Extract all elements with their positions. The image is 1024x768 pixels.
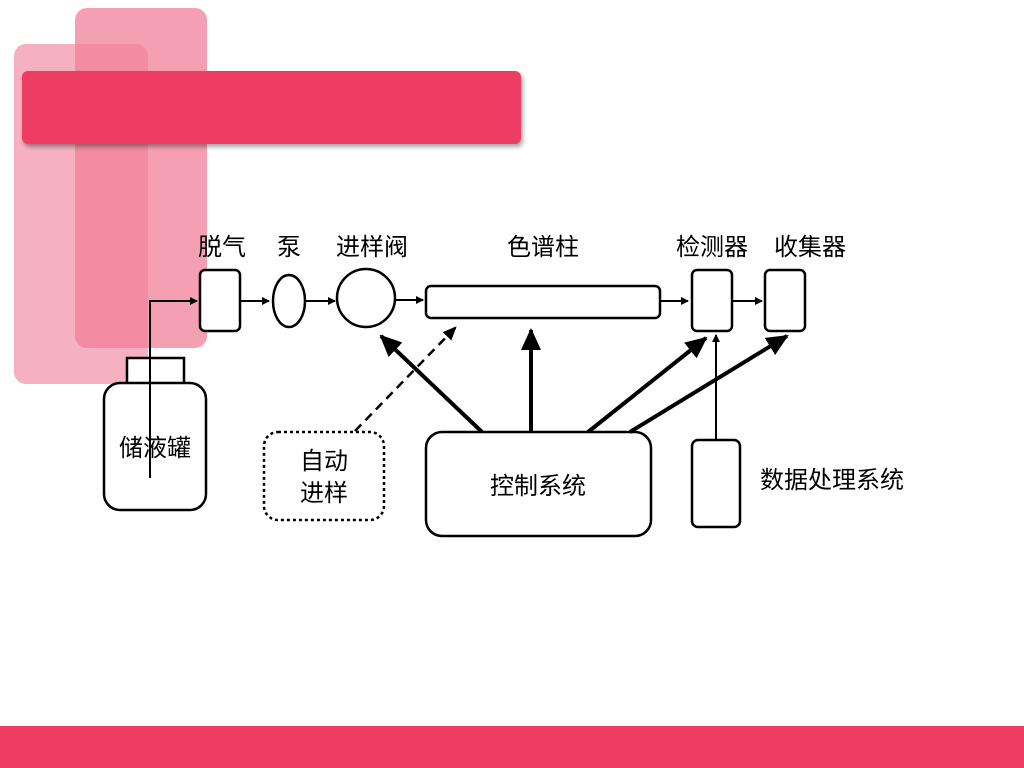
autosampler-to-column-dashed-arrow (354, 326, 457, 432)
detector-label: 检测器 (676, 233, 748, 261)
degasser-label: 脱气 (198, 233, 246, 261)
collector-label: 收集器 (774, 233, 846, 261)
pump-ellipse (271, 273, 307, 329)
injector-circle (335, 267, 397, 329)
data-system-label: 数据处理系统 (760, 466, 904, 494)
reservoir-label: 储液罐 (119, 434, 191, 462)
injector-label: 进样阀 (336, 233, 408, 261)
data-system-box (690, 438, 742, 529)
detector-box (690, 268, 734, 333)
control-to-injector-arrow (379, 334, 484, 434)
reservoir-cap (125, 356, 186, 386)
column-label: 色谱柱 (507, 233, 579, 261)
autosampler-label-line2: 进样 (300, 479, 348, 507)
control-to-detector-arrow (586, 336, 708, 434)
decorative-front-rectangle (75, 8, 207, 348)
control-to-collector-arrow (628, 334, 789, 434)
footer-bar (0, 726, 1024, 768)
collector-box (763, 268, 807, 333)
autosampler-box (262, 430, 386, 522)
control-system-label: 控制系统 (490, 472, 586, 500)
title-bar (22, 71, 521, 144)
column-box (424, 284, 662, 320)
control-system-box (424, 430, 653, 538)
reservoir-to-degasser-line (149, 297, 198, 478)
degasser-box (198, 268, 242, 333)
autosampler-label-line1: 自动 (300, 447, 348, 475)
reservoir-box (102, 381, 208, 512)
pump-label: 泵 (277, 233, 301, 261)
